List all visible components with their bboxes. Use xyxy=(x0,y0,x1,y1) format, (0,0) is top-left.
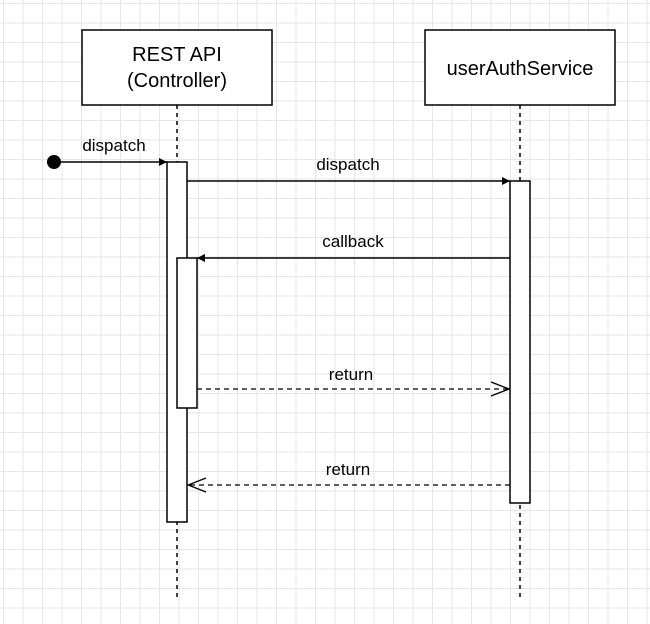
message-dispatch-to-auth-label: dispatch xyxy=(316,155,379,174)
participant-user-auth-service[interactable]: userAuthService xyxy=(424,29,616,106)
participant-rest-api[interactable]: REST API (Controller) xyxy=(81,29,273,106)
activation-user-auth-service[interactable] xyxy=(509,180,531,504)
message-callback[interactable]: callback xyxy=(197,232,510,262)
message-dispatch-start-label: dispatch xyxy=(82,136,145,155)
message-return-to-auth-label: return xyxy=(329,365,373,384)
message-callback-label: callback xyxy=(322,232,384,251)
message-return-to-auth[interactable]: return xyxy=(197,365,509,389)
message-dispatch-to-auth[interactable]: dispatch xyxy=(187,155,510,185)
activation-rest-api-callback[interactable] xyxy=(176,257,198,409)
participant-user-auth-service-title: userAuthService xyxy=(447,58,594,80)
message-dispatch-start[interactable]: dispatch xyxy=(47,136,167,169)
message-return-to-rest-label: return xyxy=(326,460,370,479)
participant-rest-api-title: REST API xyxy=(132,44,222,66)
participant-rest-api-subtitle: (Controller) xyxy=(127,70,227,92)
start-point xyxy=(47,155,61,169)
message-return-to-rest[interactable]: return xyxy=(188,460,510,485)
